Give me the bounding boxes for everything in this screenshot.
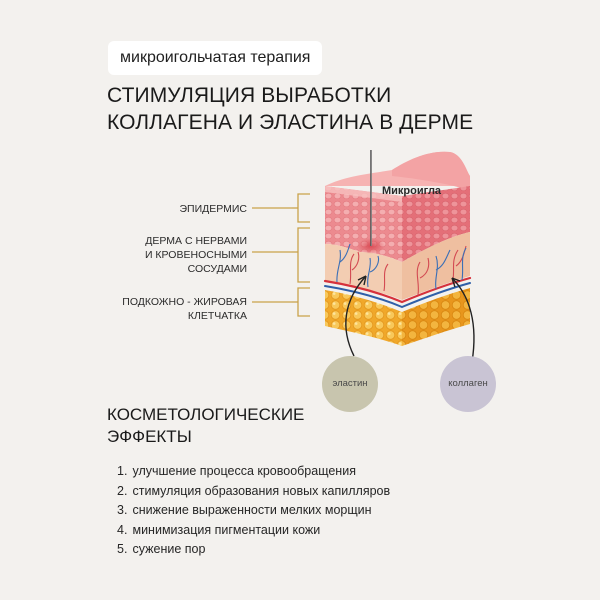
list-item-text: снижение выраженности мелких морщин — [132, 503, 372, 517]
list-item-number: 4. — [117, 522, 128, 537]
list-item-text: сужение пор — [132, 542, 206, 556]
label-dermis-line-3: СОСУДАМИ — [187, 263, 247, 275]
effects-title: КОСМЕТОЛОГИЧЕСКИЕ ЭФФЕКТЫ — [107, 404, 304, 448]
fat-side — [402, 288, 470, 346]
effects-title-line-2: ЭФФЕКТЫ — [107, 427, 192, 446]
collagen-label: коллаген — [448, 378, 488, 389]
list-item: 2. стимуляция образования новых капилляр… — [117, 482, 390, 502]
list-item-number: 2. — [117, 483, 128, 498]
elastin-label: эластин — [332, 378, 368, 389]
layer-brackets — [252, 193, 310, 317]
effects-list: 1. улучшение процесса кровообращения 2. … — [117, 462, 390, 560]
headline-line-2: КОЛЛАГЕНА И ЭЛАСТИНА В ДЕРМЕ — [107, 111, 474, 134]
label-epidermis-line-1: ЭПИДЕРМИС — [179, 203, 247, 215]
collagen-circle — [440, 356, 496, 412]
effects-title-line-1: КОСМЕТОЛОГИЧЕСКИЕ — [107, 405, 305, 424]
list-item: 3. снижение выраженности мелких морщин — [117, 501, 390, 521]
therapy-badge: микроигольчатая терапия — [108, 41, 323, 75]
list-item: 5. сужение пор — [117, 540, 390, 560]
headline: СТИМУЛЯЦИЯ ВЫРАБОТКИ КОЛЛАГЕНА И ЭЛАСТИН… — [107, 82, 473, 136]
capillaries — [336, 243, 467, 296]
skin-top-surface — [325, 151, 470, 190]
needle-label: Микроигла — [382, 185, 442, 197]
epidermis-side — [402, 186, 470, 262]
blood-vessels — [323, 276, 472, 309]
dermis-side — [402, 232, 470, 300]
label-dermis-line-1: ДЕРМА С НЕРВАМИ — [145, 235, 247, 247]
list-item-number: 1. — [117, 464, 128, 478]
list-item-number: 5. — [117, 542, 128, 556]
fat-front — [325, 290, 402, 346]
label-dermis: ДЕРМА С НЕРВАМИ И КРОВЕНОСНЫМИ СОСУДАМИ — [145, 234, 247, 276]
label-dermis-line-2: И КРОВЕНОСНЫМИ — [144, 249, 247, 261]
list-item: 1. улучшение процесса кровообращения — [117, 462, 390, 482]
label-epidermis: ЭПИДЕРМИС — [179, 202, 247, 216]
microneedle — [357, 150, 385, 254]
list-item-text: минимизация пигментации кожи — [132, 522, 321, 537]
list-item: 4. минимизация пигментации кожи — [117, 521, 390, 541]
label-subcutaneous-line-1: ПОДКОЖНО - ЖИРОВАЯ — [122, 296, 247, 308]
headline-line-1: СТИМУЛЯЦИЯ ВЫРАБОТКИ — [107, 84, 392, 107]
list-item-text: улучшение процесса кровообращения — [132, 464, 356, 478]
elastin-circle — [322, 356, 378, 412]
list-item-text: стимуляция образования новых капилляров — [132, 483, 391, 498]
label-subcutaneous-line-2: КЛЕТЧАТКА — [187, 310, 247, 322]
pointer-arrows — [345, 275, 475, 363]
list-item-number: 3. — [117, 503, 128, 517]
label-subcutaneous: ПОДКОЖНО - ЖИРОВАЯ КЛЕТЧАТКА — [122, 295, 247, 323]
